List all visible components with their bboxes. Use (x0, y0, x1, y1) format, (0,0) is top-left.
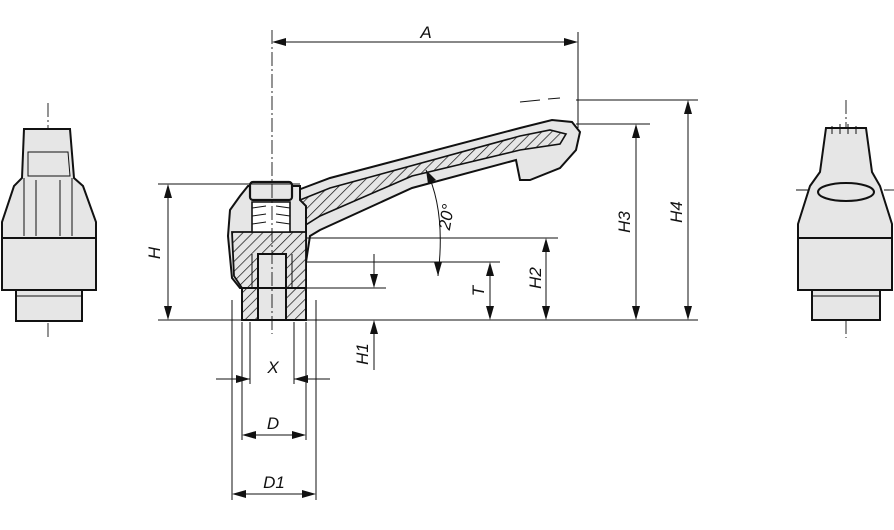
dimension-d: D (241, 322, 307, 440)
dimension-t: T (306, 261, 500, 320)
dimension-h2: H2 (306, 237, 558, 320)
dim-label-h: H (145, 246, 164, 259)
dimension-h: H (145, 183, 300, 320)
dim-label-h4: H4 (667, 201, 686, 223)
dim-label-t: T (469, 284, 488, 296)
dimension-h3: H3 (576, 123, 650, 320)
release-button (248, 180, 294, 202)
left-side-view (1, 103, 97, 338)
dimension-h4: H4 (519, 97, 698, 320)
dim-label-angle: 20° (435, 203, 458, 233)
dim-label-a: A (419, 23, 431, 42)
dimension-angle: 20° (425, 169, 458, 277)
dim-label-h2: H2 (526, 267, 545, 289)
dim-label-h1: H1 (353, 343, 372, 365)
dimension-h1: H1 (306, 254, 386, 370)
lever-section (299, 129, 568, 228)
dim-label-h3: H3 (615, 211, 634, 233)
main-view (226, 30, 582, 334)
right-side-view (796, 100, 894, 338)
dim-label-d1: D1 (263, 473, 285, 492)
dim-label-x: X (266, 358, 279, 377)
dimension-a: A (272, 23, 579, 128)
dimension-d1: D1 (231, 300, 317, 500)
dimension-x: X (216, 322, 330, 384)
dim-label-d: D (267, 414, 279, 433)
